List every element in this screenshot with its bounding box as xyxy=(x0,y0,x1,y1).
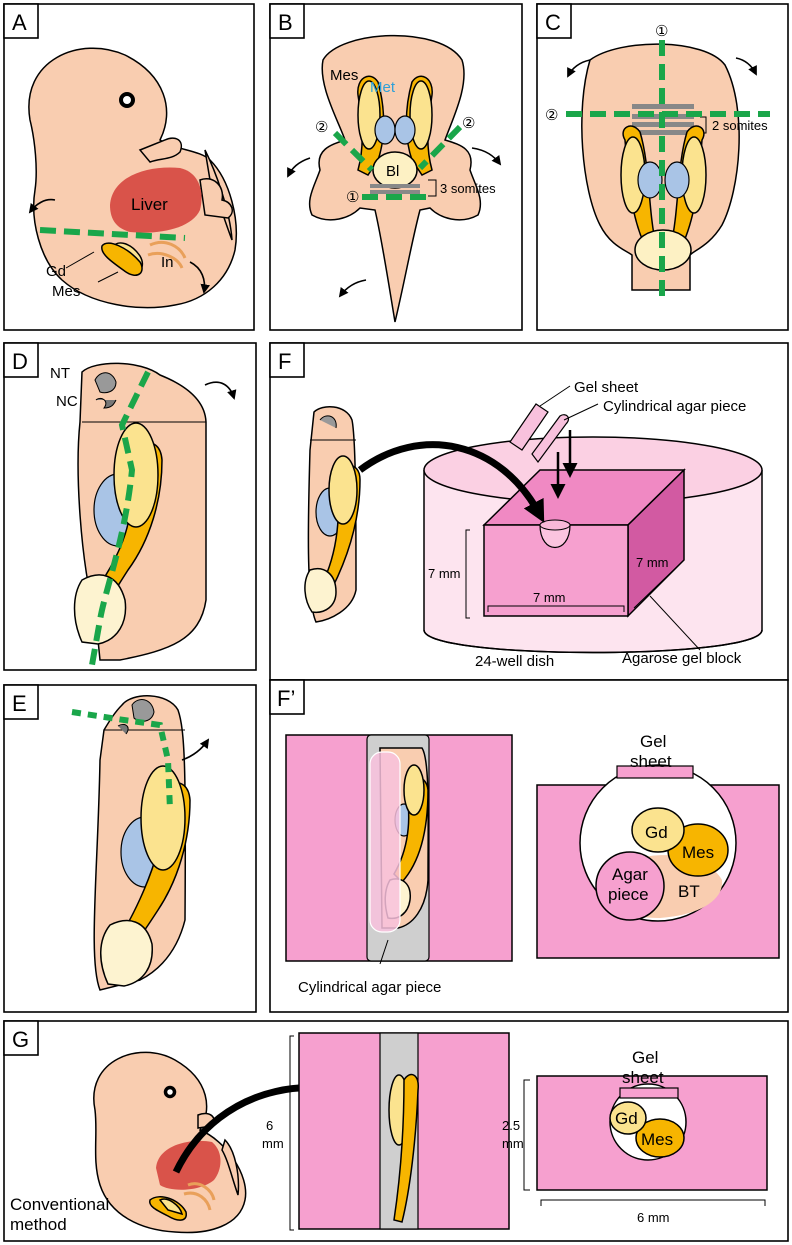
cross-section-block: Gel sheet Gd Mes Agar piece BT xyxy=(536,732,780,959)
panel-g: G Conventional method 6 mm G xyxy=(3,1020,789,1242)
piece-label-f2: piece xyxy=(608,885,649,904)
transfer-arrow-f xyxy=(357,441,545,523)
panel-e: E xyxy=(3,684,257,1013)
dim-6b: 6 mm xyxy=(637,1210,670,1225)
dish-label: 24-well dish xyxy=(475,653,554,670)
panel-f-prime: F’ Cylindrical agar piece Gel sheet Gd M… xyxy=(269,679,789,1013)
embryo-c: 2 somites ① ② xyxy=(545,23,770,300)
panel-f: F 7 mm 7 mm 7 mm xyxy=(269,342,789,681)
in-label: In xyxy=(161,254,174,271)
panel-b: B Mes Met Bl 3 somites ① ② ② xyxy=(269,3,523,331)
tissue-e xyxy=(71,695,210,991)
somites-label-b: 3 somites xyxy=(440,181,496,196)
panel-a-label: A xyxy=(12,10,27,35)
tissue-d: NT NC xyxy=(50,362,237,666)
gd-label-g: Gd xyxy=(615,1109,638,1128)
panel-b-label: B xyxy=(278,10,293,35)
dim-25: 2.5 xyxy=(502,1118,520,1133)
liver-shape xyxy=(110,167,202,233)
nc-label: NC xyxy=(56,393,78,410)
somites-label-c: 2 somites xyxy=(712,118,768,133)
cut-1-c: ① xyxy=(655,23,668,40)
top-view-g: 6 mm xyxy=(262,1032,510,1231)
cut-2-c: ② xyxy=(545,107,558,124)
gd-label-f2: Gd xyxy=(645,823,668,842)
embryo-g: Conventional method xyxy=(10,1051,247,1234)
mes-label: Mes xyxy=(52,283,80,300)
bl-label: Bl xyxy=(386,163,399,180)
liver-label: Liver xyxy=(131,195,168,214)
top-view-block: Cylindrical agar piece xyxy=(285,734,513,996)
gd-label: Gd xyxy=(46,263,66,280)
dim-6a: 6 xyxy=(266,1118,273,1133)
gel-sheet-and-agar: Gel sheet Cylindrical agar piece xyxy=(509,379,746,499)
cut-line-a xyxy=(39,227,186,241)
dim-height: 7 mm xyxy=(428,566,461,581)
agar-label-f2: Agar xyxy=(612,865,648,884)
method-label: method xyxy=(10,1215,67,1234)
embryo-b: Mes Met Bl 3 somites ① ② ② xyxy=(287,34,502,323)
gel-label-f2: Gel xyxy=(640,732,666,751)
gel-label-g: Gel xyxy=(632,1048,658,1067)
cyl-agar-label: Cylindrical agar piece xyxy=(603,398,746,415)
panel-f-prime-label: F’ xyxy=(277,686,295,711)
cross-section-g: Gel sheet Gd Mes 2.5 mm 6 mm xyxy=(502,1048,768,1225)
panel-c: C 2 somites ① ② xyxy=(536,3,789,331)
sheet-label-f2: sheet xyxy=(630,752,672,771)
mes-label-b: Mes xyxy=(330,67,358,84)
mes-label-g: Mes xyxy=(641,1130,673,1149)
mes-label-f2: Mes xyxy=(682,843,714,862)
tissue-f xyxy=(304,406,361,623)
cut-2b-left: ② xyxy=(315,119,328,136)
conventional-label: Conventional xyxy=(10,1195,109,1214)
cut-2b-right: ② xyxy=(462,115,475,132)
dim-width: 7 mm xyxy=(533,590,566,605)
cyl-agar-caption: Cylindrical agar piece xyxy=(298,979,441,996)
embryo-a: Liver In Gd Mes xyxy=(28,47,237,309)
bt-label-f2: BT xyxy=(678,882,700,901)
nt-label: NT xyxy=(50,365,70,382)
panel-d: D NT NC xyxy=(3,342,257,671)
panel-c-label: C xyxy=(545,10,561,35)
cut-1-b: ① xyxy=(346,189,359,206)
panel-a: A Liver In Gd Mes xyxy=(3,3,255,331)
dim-mm-a: mm xyxy=(262,1136,284,1151)
block-label: Agarose gel block xyxy=(622,650,742,667)
panel-g-label: G xyxy=(12,1027,29,1052)
sheet-label-g: sheet xyxy=(622,1068,664,1087)
panel-d-label: D xyxy=(12,349,28,374)
panel-f-label: F xyxy=(278,349,291,374)
dim-mm-b: mm xyxy=(502,1136,524,1151)
gel-sheet-label: Gel sheet xyxy=(574,379,639,396)
met-label-b: Met xyxy=(370,79,396,96)
dim-depth: 7 mm xyxy=(636,555,669,570)
dish-24well: 7 mm 7 mm 7 mm 24-well dish Agarose gel … xyxy=(423,436,763,670)
panel-e-label: E xyxy=(12,691,27,716)
